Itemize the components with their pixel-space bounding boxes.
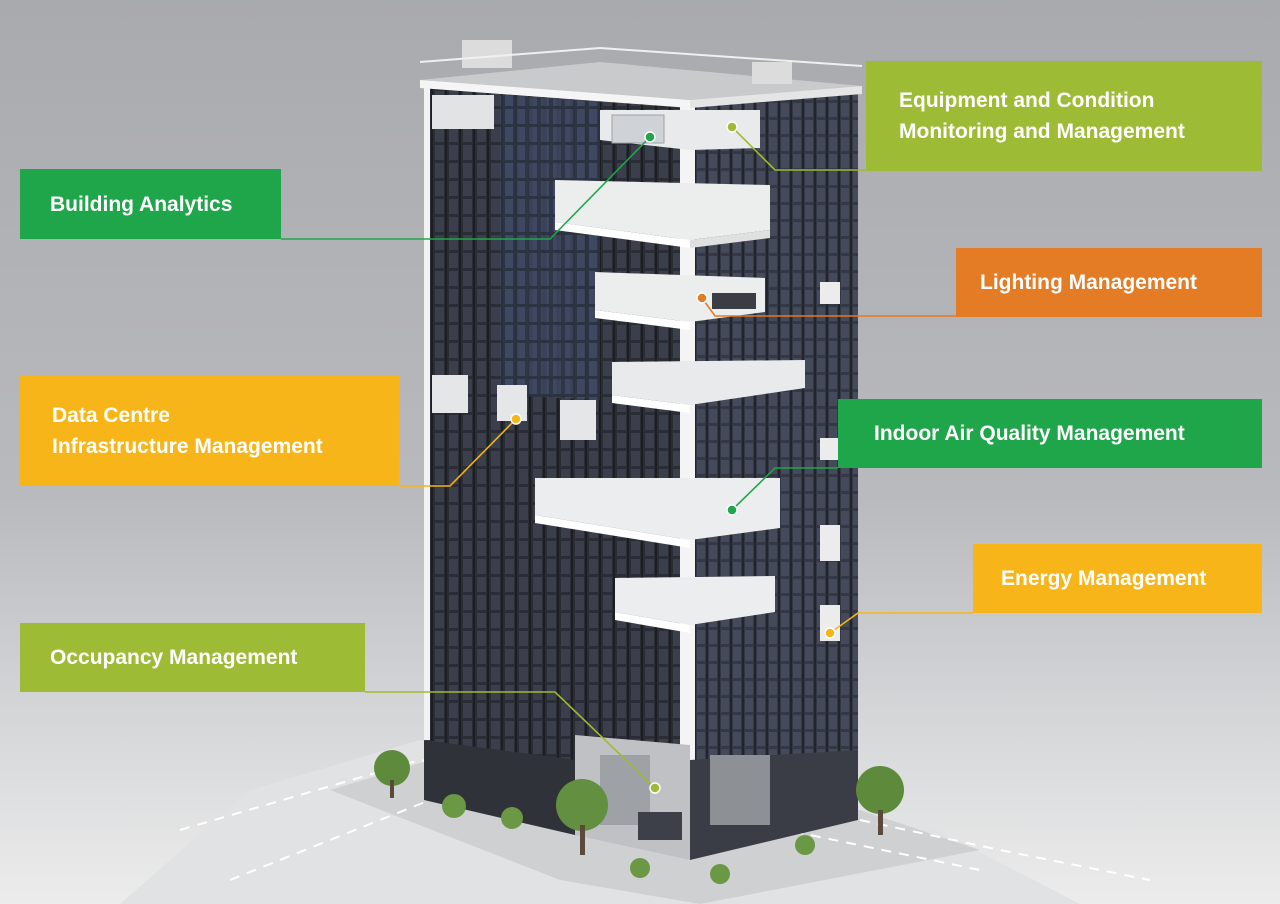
label-data-centre-infrastructure: Data Centre Infrastructure Management bbox=[20, 376, 399, 486]
marker-occupancy bbox=[649, 782, 661, 794]
connector-analytics bbox=[281, 136, 651, 240]
connector-datacentre bbox=[399, 418, 517, 487]
tower-podium bbox=[424, 735, 858, 860]
cutaway-floors bbox=[432, 95, 840, 641]
label-energy-management: Energy Management bbox=[973, 544, 1262, 613]
connector-iaq bbox=[731, 467, 838, 511]
label-indoor-air-quality: Indoor Air Quality Management bbox=[838, 399, 1262, 468]
marker-datacentre bbox=[510, 413, 522, 425]
marker-iaq bbox=[726, 504, 738, 516]
label-occupancy-management: Occupancy Management bbox=[20, 623, 365, 692]
tower-roof bbox=[419, 40, 863, 108]
marker-equipment bbox=[726, 121, 738, 133]
connector-lighting bbox=[701, 297, 956, 317]
label-building-analytics: Building Analytics bbox=[20, 169, 281, 239]
connector-energy bbox=[829, 612, 973, 634]
label-equipment-condition-monitoring: Equipment and Condition Monitoring and M… bbox=[866, 61, 1262, 171]
marker-energy bbox=[824, 627, 836, 639]
connector-lines bbox=[281, 126, 973, 789]
connector-occupancy bbox=[365, 691, 656, 789]
trees bbox=[374, 750, 904, 884]
marker-lighting bbox=[696, 292, 708, 304]
label-lighting-management: Lighting Management bbox=[956, 248, 1262, 317]
marker-analytics bbox=[644, 131, 656, 143]
marker-dots bbox=[510, 121, 836, 794]
connector-equipment bbox=[731, 126, 866, 171]
